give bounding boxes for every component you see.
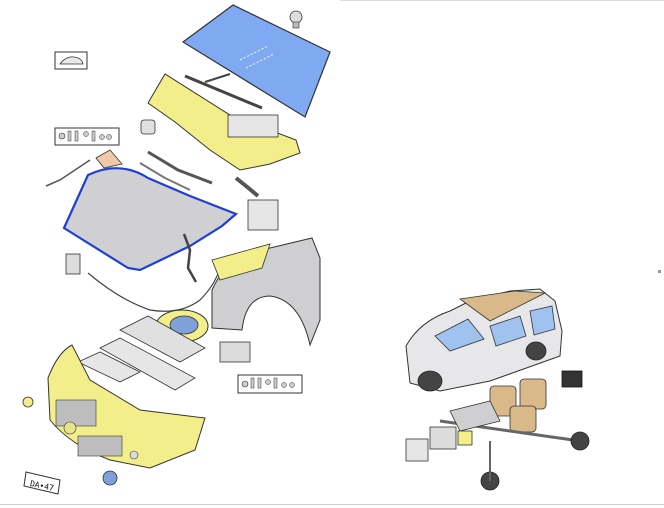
cap-icon[interactable] [54,51,88,70]
parts-diagram-pane: DA∙47 [22,4,331,495]
washer-hose-part [234,176,279,231]
seats-part [489,378,547,433]
bottom-divider [0,504,664,505]
clip-part [140,119,156,135]
seal-strip-part [139,150,213,191]
fender-part[interactable] [211,237,321,347]
windshield-part[interactable] [181,4,331,118]
car-overview[interactable] [340,1,664,508]
license-plate-part: DA∙47 [23,471,61,495]
fastener-set-icon[interactable] [54,127,120,146]
cowl-panel-part[interactable] [147,73,301,171]
fog-lamp-part [22,396,139,486]
wiper-blade-part [184,73,263,110]
hood-part[interactable] [62,149,239,272]
hood-latch-part [65,253,81,275]
chassis-part [439,400,590,491]
bulb-icon [289,10,303,29]
shifter-part [561,370,583,388]
bracket-part [219,341,251,363]
front-body-exploded-diagram: DA∙47 [22,4,331,495]
car-body-shell [405,288,563,392]
scroll-marker [658,270,661,273]
prop-rod-part [45,159,91,187]
fastener-set-icon[interactable] [237,374,303,394]
bumper-reinforcement-part [77,315,206,391]
bumper-part[interactable] [47,344,206,469]
electronics-part [405,426,473,462]
vehicle-overview-pane [340,0,664,507]
